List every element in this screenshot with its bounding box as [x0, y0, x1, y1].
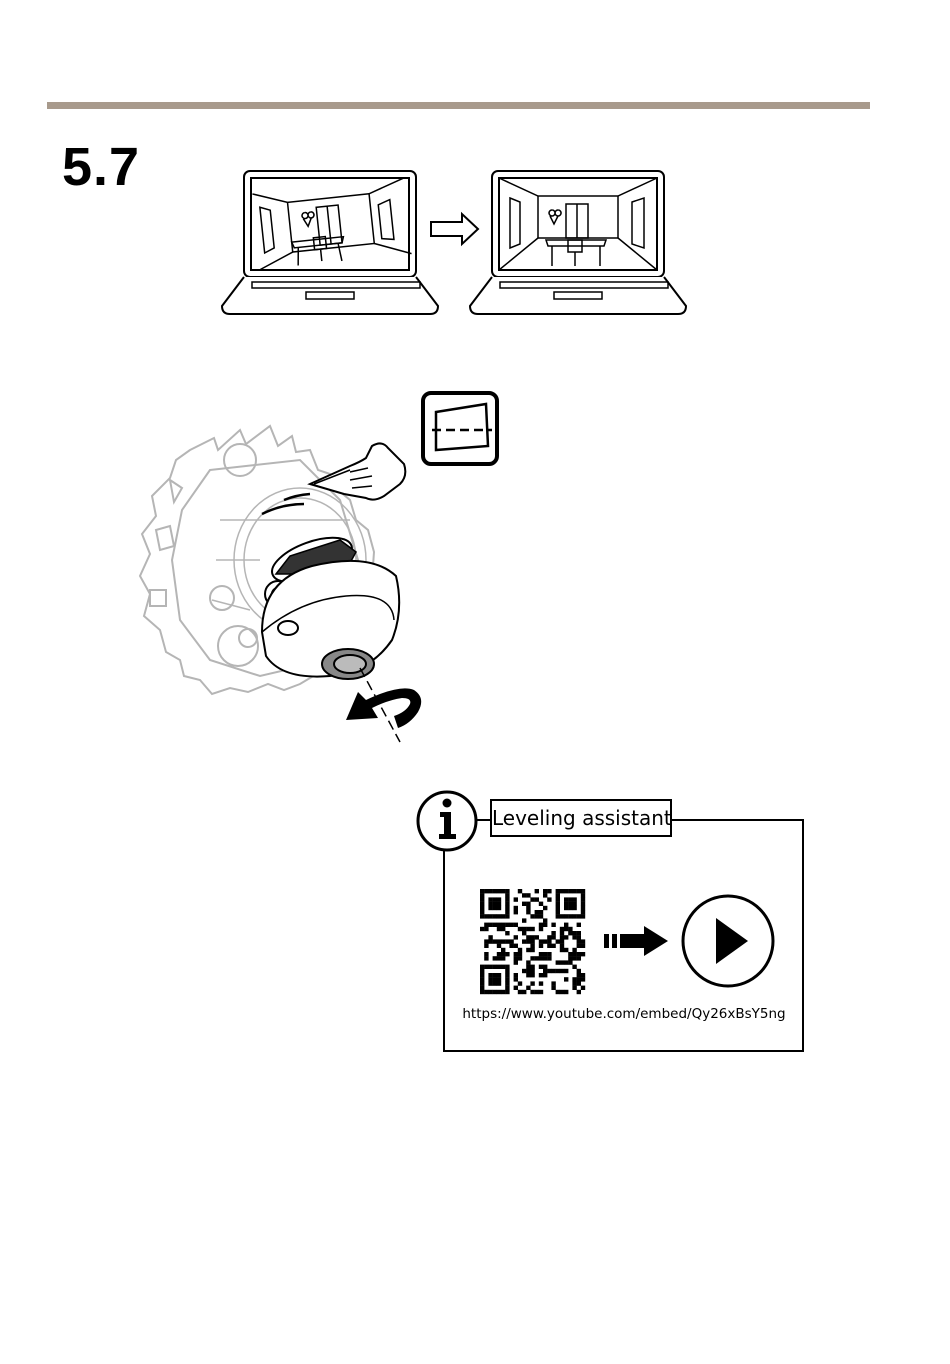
leveling-symbol-icon — [423, 393, 497, 464]
info-icon — [418, 792, 476, 850]
laptop-tilted-view-icon — [222, 171, 438, 314]
laptop-level-view-icon — [470, 171, 686, 314]
video-url-link[interactable]: https://www.youtube.com/embed/Qy26xBsY5n… — [444, 1006, 804, 1022]
info-box-title: Leveling assistant — [490, 799, 672, 837]
play-icon — [683, 896, 773, 986]
leveling-result-illustration — [0, 0, 950, 340]
arrow-right-icon — [431, 214, 478, 244]
info-box-frame — [0, 780, 950, 1080]
qr-code-icon — [480, 889, 585, 994]
dashed-arrow-icon — [604, 926, 668, 956]
camera-rotation-illustration — [0, 380, 950, 760]
rotate-arrow-icon — [346, 688, 421, 728]
